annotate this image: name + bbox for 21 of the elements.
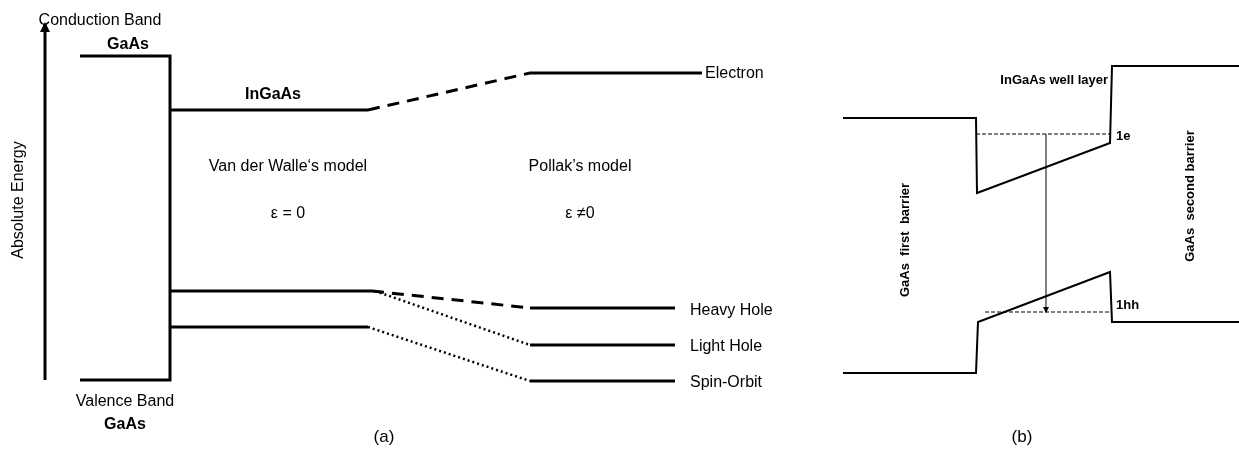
model-label: Pollak’s model xyxy=(528,157,632,175)
level-label: Spin-Orbit xyxy=(690,373,763,391)
strain-label: ε = 0 xyxy=(270,204,306,222)
layer-label: GaAs first barrier xyxy=(897,182,913,298)
level-label: Heavy Hole xyxy=(690,301,773,319)
axis-label: Absolute Energy xyxy=(9,141,27,259)
band-label: Conduction Band xyxy=(38,11,162,29)
panel-label: (a) xyxy=(373,427,395,447)
layer-label: GaAs second barrier xyxy=(1182,130,1198,262)
layer-label: InGaAs well layer xyxy=(1000,72,1108,88)
level-label: Light Hole xyxy=(690,337,763,355)
level-label: 1e xyxy=(1116,128,1131,144)
panel-label: (b) xyxy=(1011,427,1033,447)
level-label: 1hh xyxy=(1116,297,1140,313)
material-label: GaAs xyxy=(107,35,149,53)
level-label: Electron xyxy=(705,64,764,82)
strain-label: ε ≠0 xyxy=(565,204,595,222)
model-label: Van der Walle‘s model xyxy=(208,157,368,175)
band-label: Valence Band xyxy=(75,392,175,410)
material-label: GaAs xyxy=(104,415,146,433)
material-label: InGaAs xyxy=(245,85,301,103)
